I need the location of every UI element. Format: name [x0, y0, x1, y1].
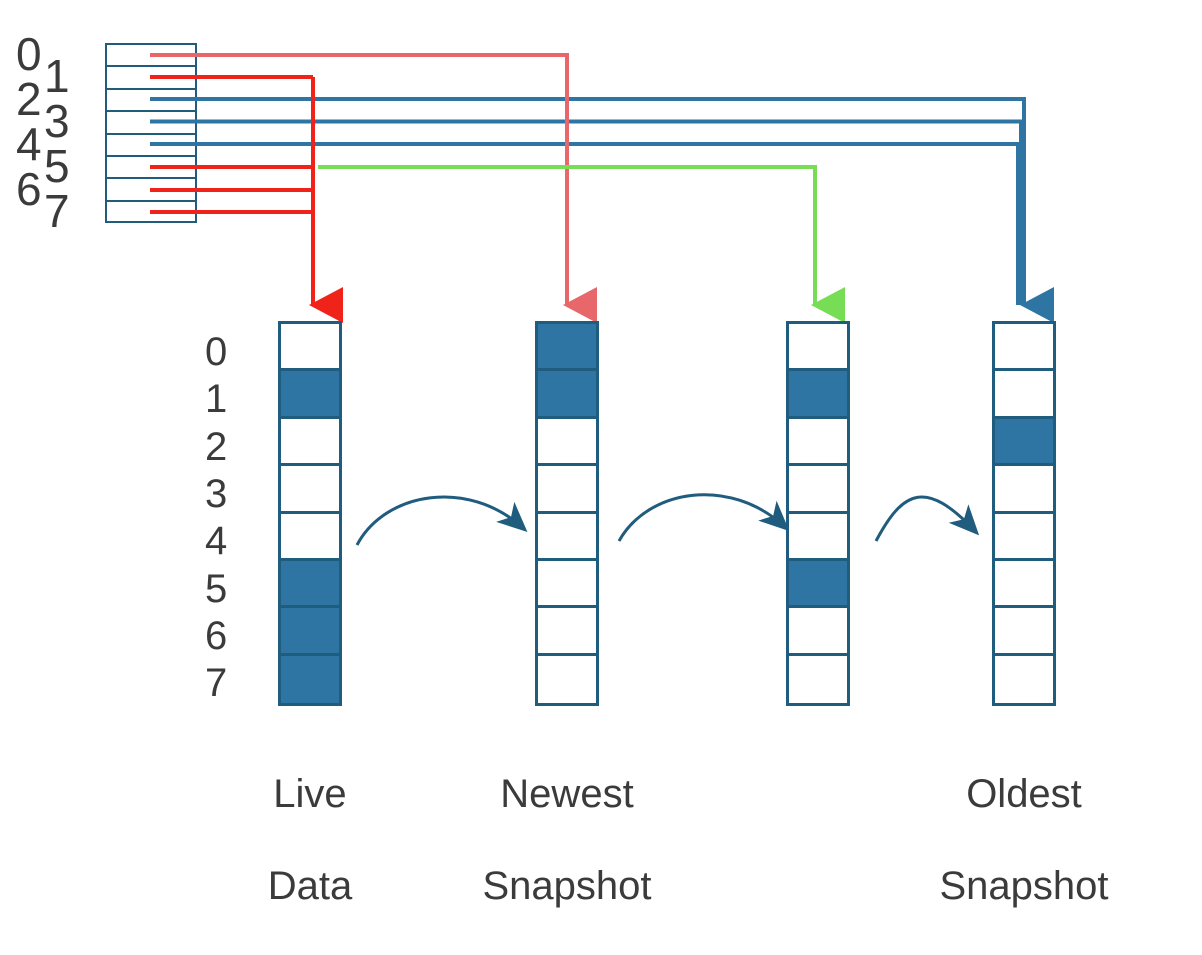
cell-middle-4	[789, 513, 847, 561]
wire-row3-to-oldest	[150, 119, 1023, 305]
source-index-label-5: 5	[44, 140, 70, 192]
cell-middle-5	[789, 560, 847, 609]
cell-oldest-0	[995, 324, 1053, 372]
source-row-2	[107, 90, 195, 113]
cell-middle-3	[789, 466, 847, 514]
cell-live-5	[281, 560, 339, 609]
source-index-label-1: 1	[44, 50, 70, 102]
caption-oldest-snapshot: Oldest Snapshot	[904, 725, 1144, 955]
source-index-label-6: 6	[16, 163, 42, 215]
caption-live-data-line2: Data	[267, 864, 353, 908]
column-live-data	[278, 321, 342, 706]
cell-middle-6	[789, 608, 847, 656]
column-index-label-0: 0	[205, 330, 228, 374]
wire-row2-to-oldest	[150, 97, 1054, 323]
diagram-canvas: 0 1 2 3 4 5 6 7	[16, 28, 1109, 908]
column-index-label-1: 1	[205, 377, 228, 421]
source-index-label-3: 3	[44, 95, 70, 147]
cell-oldest-3	[995, 466, 1053, 514]
wire-row5-to-middle	[318, 165, 845, 323]
caption-live-data-line1: Live	[273, 772, 347, 816]
cell-newest-3	[538, 466, 596, 514]
column-index-label-6: 6	[205, 614, 228, 658]
cell-newest-1	[538, 371, 596, 419]
caption-oldest-snapshot-line1: Oldest	[966, 772, 1082, 816]
cell-middle-1	[789, 371, 847, 419]
column-index-label-5: 5	[205, 567, 228, 611]
connector-layer	[150, 53, 1054, 546]
cell-newest-4	[538, 513, 596, 561]
cell-newest-0	[538, 324, 596, 372]
wire-row0-to-newest	[150, 53, 597, 323]
column-index-label-7: 7	[205, 661, 228, 705]
source-page-table	[105, 43, 197, 223]
column-index-label-4: 4	[205, 519, 228, 563]
wire-row4-to-oldest	[150, 142, 1020, 305]
cell-oldest-7	[995, 655, 1053, 703]
source-index-label-4: 4	[16, 118, 42, 170]
caption-newest-snapshot-line1: Newest	[500, 772, 634, 816]
source-row-1	[107, 67, 195, 90]
caption-newest-snapshot: Newest Snapshot	[447, 725, 687, 955]
cell-middle-0	[789, 324, 847, 372]
cell-live-0	[281, 324, 339, 372]
source-row-5	[107, 157, 195, 180]
cell-live-6	[281, 608, 339, 656]
cell-live-1	[281, 371, 339, 419]
source-row-0	[107, 45, 195, 68]
column-index-label-2: 2	[205, 425, 228, 469]
column-newest-snapshot	[535, 321, 599, 706]
cell-newest-7	[538, 655, 596, 703]
caption-newest-snapshot-line2: Snapshot	[482, 864, 652, 908]
source-index-label-2: 2	[16, 73, 42, 125]
cell-newest-6	[538, 608, 596, 656]
cell-middle-2	[789, 418, 847, 467]
source-row-4	[107, 135, 195, 157]
column-middle-snapshot	[786, 321, 850, 706]
cell-live-2	[281, 418, 339, 467]
caption-oldest-snapshot-line2: Snapshot	[939, 864, 1109, 908]
source-row-6	[107, 179, 195, 202]
column-index-label-3: 3	[205, 472, 228, 516]
source-index-label-7: 7	[44, 185, 70, 237]
flow-arrow-middle-to-oldest	[874, 495, 980, 542]
column-oldest-snapshot	[992, 321, 1056, 706]
cell-newest-2	[538, 418, 596, 467]
cell-live-4	[281, 513, 339, 561]
cell-newest-5	[538, 560, 596, 609]
cell-live-3	[281, 466, 339, 514]
cell-live-7	[281, 655, 339, 703]
cell-oldest-5	[995, 560, 1053, 609]
source-row-3	[107, 112, 195, 135]
source-index-label-0: 0	[16, 28, 42, 80]
cell-oldest-4	[995, 513, 1053, 561]
caption-live-data: Live Data	[230, 725, 390, 955]
cell-oldest-1	[995, 371, 1053, 419]
flow-arrow-live-to-newest	[355, 495, 528, 546]
cell-oldest-6	[995, 608, 1053, 656]
cell-oldest-2	[995, 418, 1053, 467]
cell-middle-7	[789, 655, 847, 703]
flow-arrow-newest-to-middle	[617, 493, 790, 542]
